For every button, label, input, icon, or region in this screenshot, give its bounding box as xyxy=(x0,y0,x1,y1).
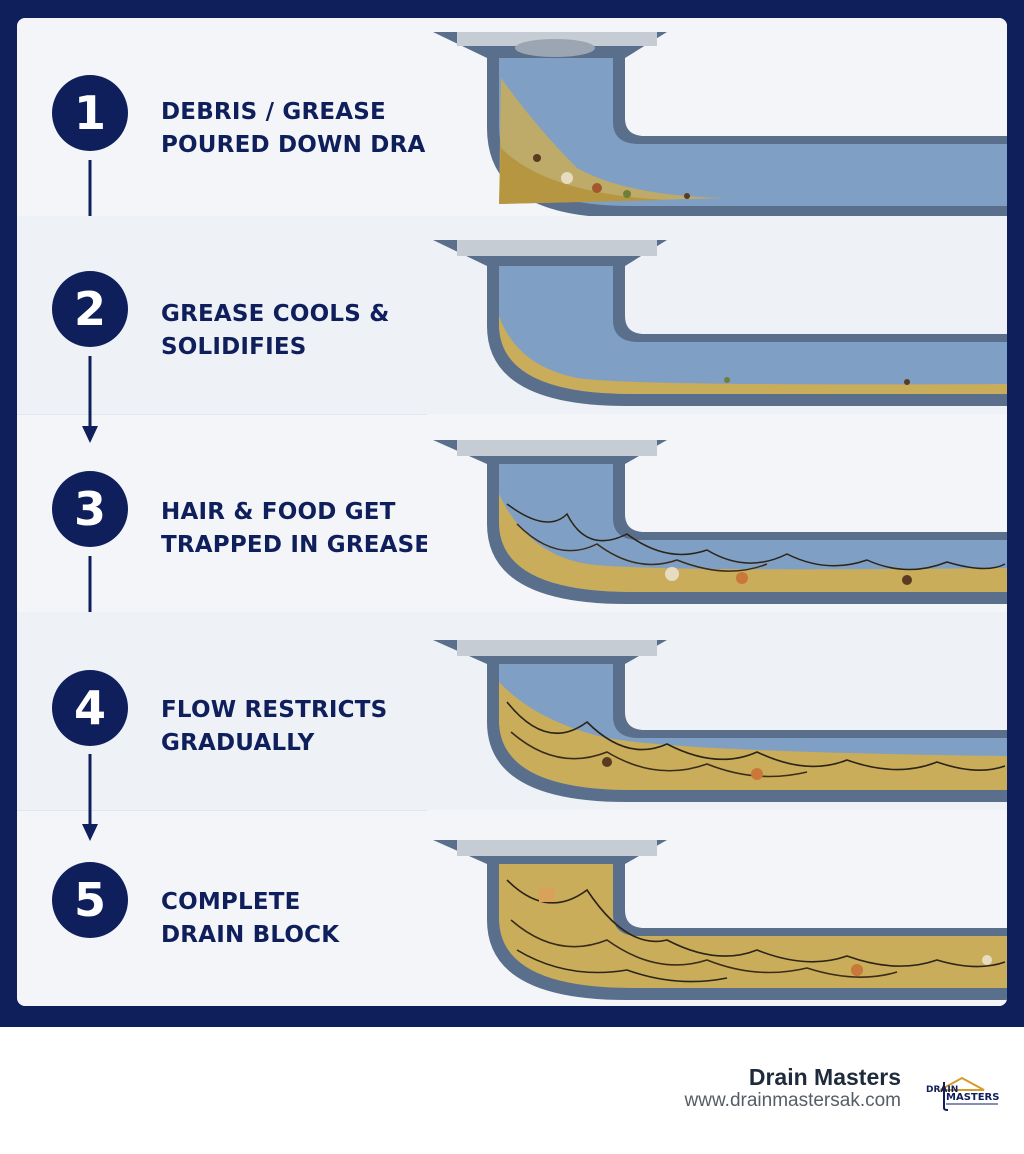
down-arrow-icon xyxy=(82,754,98,841)
pipe-illustration-complete-block xyxy=(427,810,1007,1006)
step-label-line1: COMPLETE xyxy=(161,889,301,915)
step-label: GREASE COOLS & SOLIDIFIES xyxy=(161,298,451,364)
step-label: DEBRIS / GREASE POURED DOWN DRAIN xyxy=(161,96,454,162)
step-label-line2: SOLIDIFIES xyxy=(161,334,307,360)
step-label-line1: HAIR & FOOD GET xyxy=(161,499,396,525)
pipe-illustration-grease xyxy=(427,216,1007,414)
step-number-badge: 2 xyxy=(52,271,128,347)
pipe-illustration-flow-restricts xyxy=(427,612,1007,810)
step-label-line1: FLOW RESTRICTS xyxy=(161,697,388,723)
pipe-illustration-hair-food xyxy=(427,414,1007,612)
step-row-1: 1 DEBRIS / GREASE POURED DOWN DRAIN xyxy=(17,18,1007,241)
step-label-line1: DEBRIS / GREASE xyxy=(161,99,386,125)
step-number-badge: 5 xyxy=(52,862,128,938)
step-row-3: 3 HAIR & FOOD GET TRAPPED IN GREASE xyxy=(17,414,1007,643)
step-label: COMPLETE DRAIN BLOCK xyxy=(161,886,451,952)
step-label-line2: DRAIN BLOCK xyxy=(161,922,340,948)
company-website[interactable]: www.drainmastersak.com xyxy=(684,1090,901,1111)
pipe-illustration-debris xyxy=(427,18,1007,216)
step-number-badge: 3 xyxy=(52,471,128,547)
step-label-line1: GREASE COOLS & xyxy=(161,301,390,327)
svg-text:MASTERS: MASTERS xyxy=(946,1092,999,1103)
step-number-badge: 1 xyxy=(52,75,128,151)
step-number-badge: 4 xyxy=(52,670,128,746)
step-label: FLOW RESTRICTS GRADUALLY xyxy=(161,694,451,760)
company-name: Drain Masters xyxy=(748,1064,901,1090)
step-row-2: 2 GREASE COOLS & SOLIDIFIES xyxy=(17,216,1007,443)
step-label-line2: POURED DOWN DRAIN xyxy=(161,132,454,158)
step-label: HAIR & FOOD GET TRAPPED IN GREASE xyxy=(161,496,451,562)
step-row-4: 4 FLOW RESTRICTS GRADUALLY xyxy=(17,612,1007,841)
svg-text:DRAIN: DRAIN xyxy=(926,1085,958,1095)
down-arrow-icon xyxy=(82,356,98,443)
infographic-frame: 1 DEBRIS / GREASE POURED DOWN DRAIN xyxy=(0,0,1024,1027)
steps-panel: 1 DEBRIS / GREASE POURED DOWN DRAIN xyxy=(17,18,1007,1006)
drain-masters-logo-icon: DRAIN MASTERS xyxy=(926,1076,999,1111)
step-label-line2: GRADUALLY xyxy=(161,730,315,756)
step-label-line2: TRAPPED IN GREASE xyxy=(161,532,431,558)
step-row-5: 5 COMPLETE DRAIN BLOCK xyxy=(17,810,1007,1006)
